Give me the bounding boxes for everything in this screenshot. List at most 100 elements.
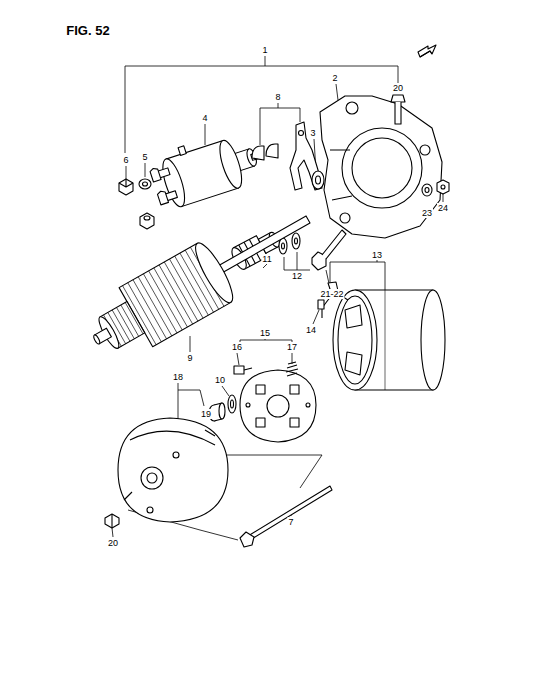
drive-housing (320, 96, 442, 238)
spacer (312, 171, 324, 189)
spacer (316, 176, 321, 184)
brush-holder (246, 403, 250, 407)
armature (154, 268, 188, 327)
drive-housing (340, 213, 350, 223)
leader-lines (284, 252, 310, 270)
callout-number: 9 (186, 353, 193, 363)
yoke (345, 305, 362, 375)
brush-spring (286, 362, 298, 376)
drive-housing (352, 138, 412, 198)
leader-lines (112, 528, 113, 537)
armature (170, 259, 204, 318)
leader-lines (313, 310, 319, 324)
spacer (312, 171, 324, 189)
leader-lines (190, 336, 191, 352)
washer (295, 238, 298, 244)
bolt (391, 95, 405, 124)
nut (437, 180, 449, 194)
washer (292, 233, 300, 249)
field-lead (318, 282, 348, 318)
field-lead (318, 300, 324, 309)
bolt (322, 230, 346, 259)
brush-holder (306, 403, 310, 407)
brush (234, 366, 244, 374)
brush (234, 366, 252, 374)
washer (282, 243, 285, 249)
end-frame (118, 418, 228, 522)
direction-icon (418, 45, 436, 57)
solenoid-switch (149, 167, 161, 182)
nut (119, 179, 133, 187)
direction-icon (420, 51, 432, 57)
callout-number: 24 (437, 203, 449, 213)
washer (231, 400, 234, 408)
leader-lines (330, 260, 385, 292)
brush-spring (286, 362, 298, 376)
leader-lines (336, 84, 338, 100)
armature (164, 262, 198, 321)
callout-number: 11 (261, 254, 272, 264)
washer (422, 184, 432, 196)
end-frame (147, 473, 157, 483)
drive-housing (342, 128, 422, 208)
brush-holder (267, 395, 289, 417)
drive-lever (299, 131, 304, 136)
yoke (385, 290, 386, 390)
armature (212, 216, 310, 276)
screw (105, 514, 119, 528)
end-frame (147, 507, 153, 513)
armature (159, 265, 193, 324)
brush-holder (256, 418, 265, 427)
drive-housing (420, 145, 430, 155)
through-bolt (240, 532, 254, 547)
armature (149, 271, 183, 330)
bolt (391, 95, 405, 102)
callout-number: 7 (287, 517, 294, 527)
leader-lines (205, 124, 206, 145)
nut (140, 213, 154, 229)
callout-number: 16 (231, 342, 243, 352)
callout-number: 19 (200, 409, 212, 419)
screw (111, 514, 112, 528)
washer (422, 184, 432, 196)
callout-number: 20 (107, 538, 119, 548)
washer (139, 179, 151, 189)
bolt (312, 230, 346, 270)
solenoid-switch (157, 190, 169, 205)
drive-lever (290, 122, 322, 190)
leader-lines (260, 103, 300, 145)
end-frame (173, 452, 179, 458)
screw (105, 514, 119, 528)
brush-holder (290, 385, 299, 394)
direction-icon (418, 45, 436, 57)
drive-housing (346, 102, 358, 114)
callout-number: 5 (141, 152, 148, 162)
armature (190, 239, 239, 307)
washer (228, 395, 236, 413)
bolt (395, 102, 401, 124)
yoke (421, 290, 445, 390)
solenoid-switch (215, 138, 246, 190)
washer (139, 179, 151, 189)
leader-lines (237, 339, 292, 365)
callout-number: 6 (122, 155, 129, 165)
plunger-cap (252, 144, 278, 160)
nut (441, 185, 445, 189)
plunger-cap (252, 146, 264, 160)
nut (119, 179, 133, 195)
armature (117, 308, 135, 339)
callout-number: 12 (291, 271, 303, 281)
plunger-cap (266, 144, 278, 158)
yoke (333, 290, 445, 390)
nut (119, 179, 133, 195)
nut (140, 213, 154, 229)
armature (93, 334, 101, 345)
through-bolt (240, 486, 332, 547)
callout-number: 1 (261, 45, 268, 55)
through-bolt (248, 486, 332, 540)
solenoid-switch (178, 146, 186, 155)
leader-lines (112, 56, 443, 540)
figure-title: FIG. 52 (66, 23, 109, 38)
brush-holder (240, 370, 316, 442)
